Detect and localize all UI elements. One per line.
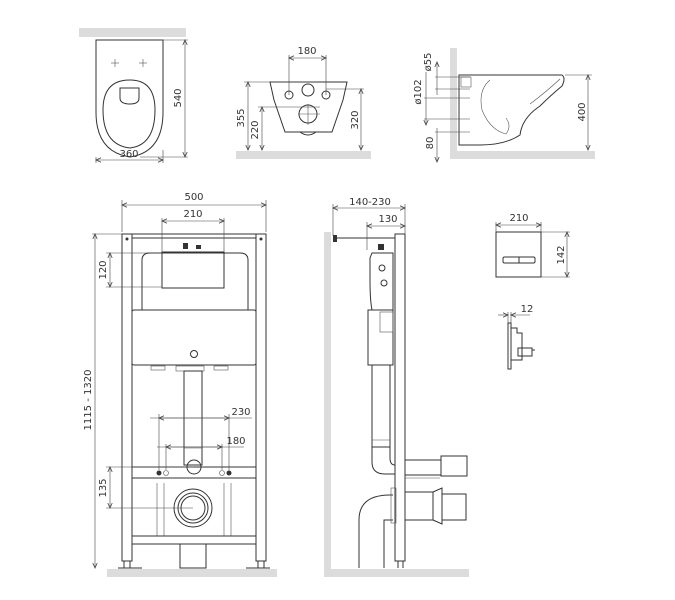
dim-inlet-height: 220 bbox=[250, 120, 261, 139]
flush-plate-front bbox=[495, 231, 542, 278]
seat-outline bbox=[102, 79, 156, 149]
dim-depth: 540 bbox=[173, 88, 184, 107]
flush-plate-side bbox=[507, 322, 512, 370]
inlet-hole bbox=[301, 83, 315, 97]
outlet-connector-cap bbox=[441, 493, 467, 521]
dim-outlet-offset: 135 bbox=[98, 478, 109, 497]
cistern-opening bbox=[161, 251, 225, 289]
dim-frame-width: 500 bbox=[184, 192, 203, 203]
dim-inlet-diameter: ø55 bbox=[423, 53, 434, 72]
frame-front-view: 500 210 120 1115 - 1320 230 180 135 bbox=[83, 192, 277, 577]
dim-bolt-spacing: 180 bbox=[297, 46, 316, 57]
bowl-back-view: 180 355 220 320 bbox=[236, 46, 371, 159]
cistern-drain-icon bbox=[190, 350, 198, 358]
drain-bend bbox=[358, 494, 393, 568]
wall-hatch bbox=[79, 28, 186, 37]
dim-width: 360 bbox=[119, 149, 138, 160]
bowl-trapway bbox=[480, 79, 510, 135]
dim-frame-height: 1115 - 1320 bbox=[83, 370, 94, 431]
dim-plate-height: 142 bbox=[556, 245, 567, 264]
dim-plate-thickness: 12 bbox=[521, 304, 534, 315]
dim-plate-width: 210 bbox=[509, 213, 528, 224]
flush-elbow bbox=[371, 447, 395, 475]
floor-hatch bbox=[324, 569, 469, 577]
frame-post-left bbox=[121, 233, 133, 562]
frame-post-side bbox=[394, 233, 406, 562]
dim-opening-height: 120 bbox=[98, 260, 109, 279]
bolt-icon bbox=[139, 59, 147, 67]
bowl-top-view: 360 540 bbox=[79, 28, 188, 163]
wall-hatch bbox=[324, 232, 331, 570]
dim-cistern-opening: 210 bbox=[183, 209, 202, 220]
dim-wall-distance: 140-230 bbox=[349, 197, 391, 208]
dim-outlet-diameter: ø102 bbox=[413, 79, 424, 104]
frame-side-view: 140-230 130 bbox=[324, 197, 469, 577]
bowl-back-outline bbox=[269, 81, 348, 133]
flush-pipe-side bbox=[371, 364, 391, 448]
dim-seat-height: 400 bbox=[577, 102, 588, 121]
outlet-pipe bbox=[179, 543, 207, 569]
seat-lid bbox=[119, 87, 140, 105]
dim-floor-offset: 80 bbox=[425, 137, 436, 150]
wall-hatch bbox=[450, 48, 457, 153]
cistern-upper bbox=[141, 252, 249, 311]
floor-hatch bbox=[450, 151, 595, 159]
frame-post-right bbox=[255, 233, 267, 562]
outlet-connector bbox=[404, 491, 434, 521]
bowl-rim bbox=[529, 78, 561, 105]
dim-mount-height: 320 bbox=[350, 110, 361, 129]
bolt-icon bbox=[111, 59, 119, 67]
dim-outer-bolt-spacing: 230 bbox=[231, 407, 250, 418]
bowl-trap bbox=[299, 131, 317, 136]
flush-connector bbox=[404, 459, 442, 476]
cistern-side-body bbox=[367, 309, 394, 366]
dim-frame-depth: 130 bbox=[378, 214, 397, 225]
flush-plate-view: 210 142 12 bbox=[495, 213, 570, 370]
flush-actuator bbox=[511, 327, 523, 361]
flush-connector-cap bbox=[440, 455, 468, 477]
dim-inner-bolt-spacing: 180 bbox=[226, 436, 245, 447]
floor-hatch bbox=[107, 569, 277, 577]
bowl-outline bbox=[95, 39, 164, 158]
floor-hatch bbox=[236, 151, 371, 159]
bowl-side-view: ø55 ø102 80 400 bbox=[413, 48, 595, 162]
bowl-side-outline bbox=[458, 74, 565, 146]
cistern-body bbox=[131, 309, 257, 366]
dim-outlet-height: 355 bbox=[236, 108, 247, 127]
